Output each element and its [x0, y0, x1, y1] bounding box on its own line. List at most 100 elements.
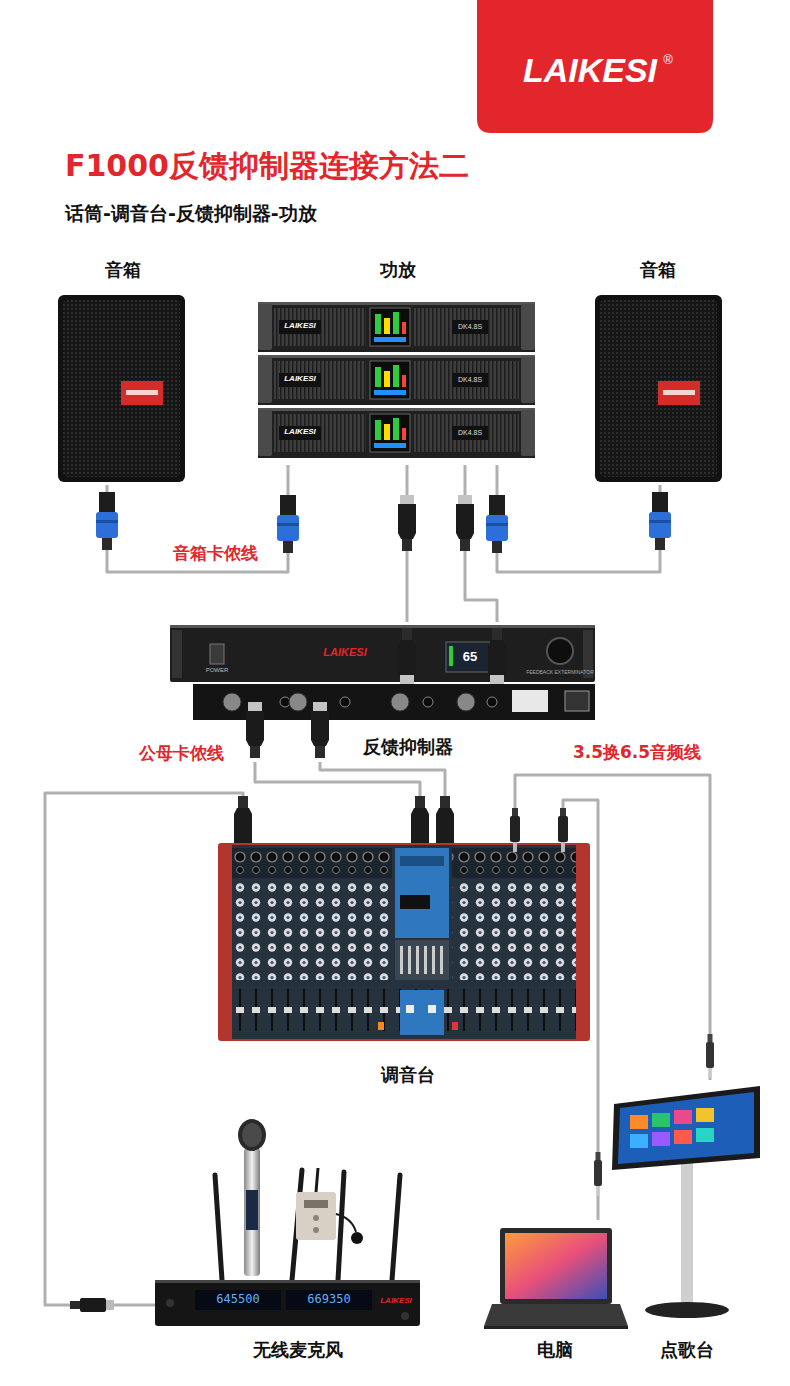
feedback-suppressor-illustration: [512, 690, 548, 712]
xlr-plug: [246, 702, 264, 758]
device-node: 电脑: [485, 1220, 625, 1365]
feedback-suppressor-illustration: [391, 693, 409, 711]
laptop-illustration: [505, 1233, 607, 1299]
wireless-microphone-illustration: [242, 1123, 262, 1147]
device-caption: 音箱: [105, 259, 141, 281]
feedback-suppressor-illustration: [487, 697, 497, 707]
wireless-microphone-illustration: [304, 1200, 328, 1208]
logo-box: [477, 0, 713, 133]
mixer-illustration: [406, 1005, 414, 1013]
wireless-microphone-illustration: [246, 1190, 258, 1230]
wireless-microphone-illustration: [316, 1168, 318, 1192]
amplifier-illustration: [258, 355, 535, 405]
karaoke-tablet-illustration: [652, 1113, 670, 1127]
device-logo: LAIKESI: [284, 321, 316, 331]
karaoke-tablet-illustration: [645, 1302, 729, 1318]
device-caption: 调音台: [381, 1064, 435, 1086]
wireless-microphone-illustration: [313, 1215, 319, 1221]
wireless-microphone-illustration: [155, 1280, 420, 1283]
mixer-illustration: [395, 940, 449, 980]
xlr-female-plug: [70, 1301, 80, 1309]
feedback-suppressor-illustration: [210, 644, 224, 664]
cable-label: 音箱卡侬线: [170, 542, 261, 564]
karaoke-tablet-illustration: [652, 1132, 670, 1146]
wireless-microphone-illustration: [195, 1290, 281, 1310]
mixer-illustration: [218, 843, 590, 1041]
mixer-illustration: [400, 990, 444, 1035]
mixer-illustration: [452, 848, 576, 878]
feedback-suppressor-illustration: [170, 625, 595, 720]
device-node: 音箱: [592, 258, 724, 485]
feedback-suppressor-illustration: [457, 693, 475, 711]
mixer-illustration: [400, 946, 403, 974]
wireless-microphone-illustration: [392, 1175, 400, 1280]
mixer-illustration: [424, 946, 427, 974]
feedback-suppressor-illustration: [547, 638, 573, 664]
jack-plug: [510, 808, 520, 852]
brand-logo: LAIKESI: [523, 50, 657, 91]
device-caption: 反馈抑制器: [363, 736, 453, 758]
xlr-female-plug: [106, 1300, 114, 1310]
speakon-plug: [96, 492, 118, 550]
wireless-microphone-illustration: [296, 1192, 336, 1240]
karaoke-tablet-illustration: [674, 1110, 692, 1124]
xlr-plug: [311, 702, 329, 758]
frequency-display: 669350: [307, 1292, 350, 1306]
feedback-suppressor-illustration: [446, 642, 490, 672]
device-node: 点歌台: [608, 1080, 765, 1365]
speakon-plug: [486, 495, 508, 553]
mixer-illustration: [400, 895, 430, 909]
karaoke-tablet-illustration: [696, 1128, 714, 1142]
jack-plug: [510, 808, 714, 1196]
mixer-illustration: [232, 985, 576, 1035]
cable-label: 3.5换6.5音频线: [570, 741, 704, 763]
model-name: DK4.8S: [458, 323, 482, 331]
feedback-suppressor-illustration: [449, 646, 453, 666]
karaoke-tablet-illustration: [612, 1086, 760, 1318]
mixer-illustration: [440, 946, 443, 974]
device-node: 音箱: [55, 258, 190, 485]
mixer-illustration: [452, 880, 576, 980]
mixer-illustration: [408, 946, 411, 974]
wireless-microphone-illustration: [215, 1175, 222, 1280]
device-logo: LAIKESI: [380, 1296, 412, 1306]
device-caption: 音箱: [640, 259, 676, 281]
wireless-microphone-illustration: [155, 1119, 420, 1326]
jack-plug: [558, 808, 568, 852]
wireless-microphone-illustration: [286, 1290, 372, 1310]
xlr-plug: [234, 495, 506, 852]
feedback-suppressor-illustration: [423, 697, 433, 707]
model-name: DK4.8S: [458, 376, 482, 384]
jack-plug: [706, 1034, 714, 1078]
xlr-female-plug: [70, 1298, 114, 1312]
wireless-microphone-illustration: [244, 1148, 260, 1276]
cable: [45, 793, 243, 1305]
laptop-illustration: [500, 1228, 612, 1304]
speakon-plug: [649, 492, 671, 550]
device-caption: 功放: [380, 259, 416, 281]
device-node: 反馈抑制器: [180, 622, 635, 762]
feedback-suppressor-illustration: [565, 691, 589, 711]
device-caption: 电脑: [537, 1339, 573, 1361]
jack-plug: [594, 1152, 602, 1196]
title: F1000反馈抑制器连接方法二: [65, 146, 469, 186]
device-caption: 点歌台: [660, 1339, 714, 1361]
panel-label: FEEDBACK EXTERMINATOR: [526, 669, 594, 675]
wireless-microphone-illustration: [313, 1227, 319, 1233]
mixer-illustration: [378, 1022, 384, 1030]
karaoke-tablet-illustration: [630, 1134, 648, 1148]
xlr-plug: [456, 495, 474, 551]
karaoke-tablet-illustration: [618, 1092, 754, 1164]
mixer-illustration: [428, 1005, 436, 1013]
mixer-illustration: [416, 946, 419, 974]
karaoke-tablet-illustration: [630, 1115, 648, 1129]
amplifier-illustration: [258, 408, 535, 458]
karaoke-tablet-illustration: [674, 1130, 692, 1144]
display-value: 65: [463, 649, 477, 665]
xlr-plug: [398, 628, 416, 684]
registered-mark: ®: [663, 52, 673, 68]
wireless-microphone-illustration: [338, 1172, 344, 1280]
device-node: 无线麦克风: [160, 1110, 435, 1365]
device-logo: LAIKESI: [323, 646, 366, 659]
